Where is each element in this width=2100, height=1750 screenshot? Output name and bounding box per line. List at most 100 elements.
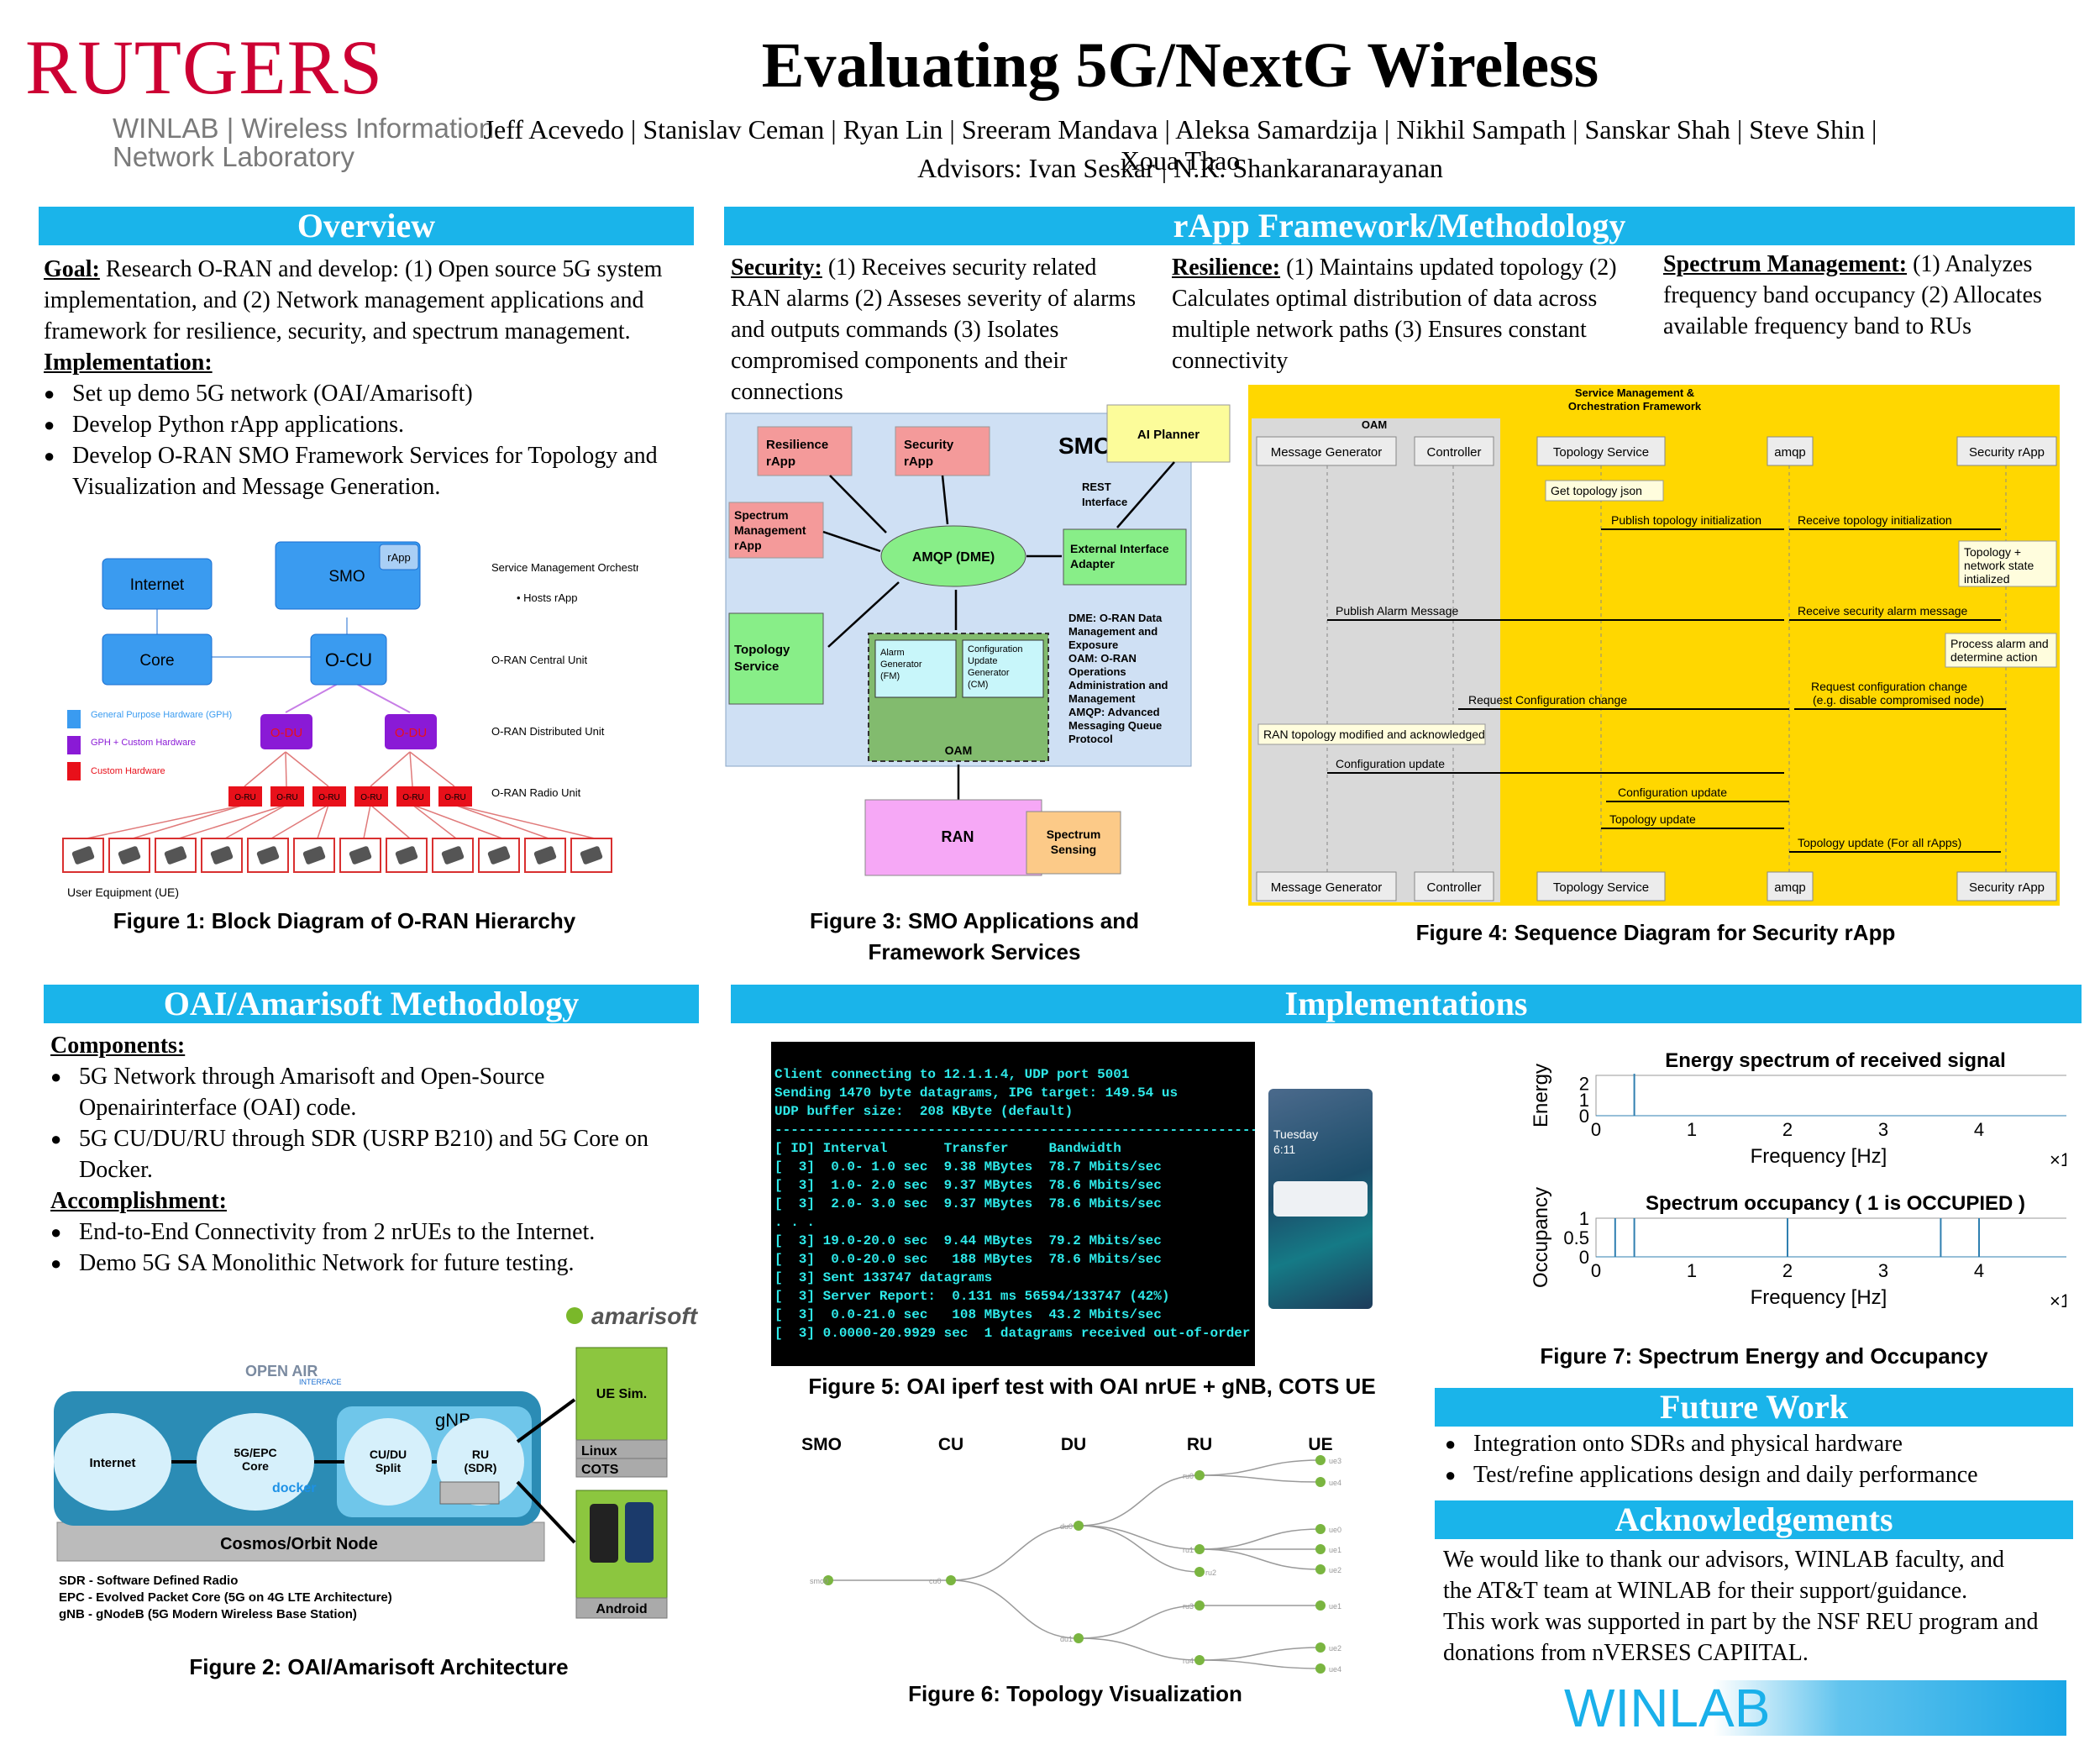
implementation-list: Set up demo 5G network (OAI/Amarisoft) D…: [44, 378, 690, 502]
security-label: Security:: [731, 255, 822, 281]
smo-bullet: • Hosts rApp: [517, 591, 577, 604]
list-item: Develop Python rApp applications.: [44, 409, 690, 440]
security-paragraph: Security: (1) Receives security related …: [731, 255, 1137, 405]
oam-lane-label: OAM: [1362, 418, 1387, 431]
participants-top: Message Generator Controller Topology Se…: [1256, 436, 2057, 466]
svg-text:Controller: Controller: [1426, 445, 1481, 460]
openair-logo: OPEN AIR: [245, 1363, 318, 1380]
svg-text:ue4: ue4: [1329, 1479, 1341, 1487]
svg-text:Publish Alarm Message: Publish Alarm Message: [1336, 604, 1459, 617]
ue-sim-box: [575, 1347, 668, 1441]
terminal-line: [ 3] 0.0000-20.9929 sec 1 datagrams rece…: [774, 1326, 1251, 1341]
svg-text:Sensing: Sensing: [1051, 843, 1096, 856]
smo-title: SMO: [1058, 433, 1112, 459]
node-base: [56, 1521, 545, 1562]
svg-text:RU: RU: [472, 1448, 489, 1461]
implementations-heading: Implementations: [731, 985, 2082, 1023]
legend-custom: Custom Hardware: [91, 766, 165, 776]
topology-nodes: [823, 1455, 1326, 1674]
lab-name-line1: WINLAB | Wireless Information: [113, 113, 495, 144]
svg-text:Administration and: Administration and: [1068, 679, 1168, 691]
acknowledgements-text: We would like to thank our advisors, WIN…: [1443, 1547, 2039, 1666]
plot-area: [1595, 1075, 2066, 1117]
x-tick-label: 1: [1687, 1260, 1697, 1281]
svg-text:5G/EPC: 5G/EPC: [234, 1446, 276, 1459]
components-list: 5G Network through Amarisoft and Open-So…: [50, 1061, 706, 1185]
epc-node: [197, 1413, 314, 1511]
svg-text:External Interface: External Interface: [1070, 542, 1169, 555]
rest-label: REST: [1082, 481, 1111, 493]
svg-text:(CM): (CM): [968, 680, 988, 690]
phone-screenshot: Tuesday 6:11: [1268, 1089, 1373, 1309]
svg-text:SDR - Software Defined Radio: SDR - Software Defined Radio: [59, 1574, 238, 1588]
x-tick-label: 4: [1974, 1260, 1984, 1281]
overview-heading: Overview: [39, 207, 694, 245]
svg-text:Exposure: Exposure: [1068, 639, 1118, 651]
list-item: End-to-End Connectivity from 2 nrUEs to …: [50, 1217, 706, 1248]
terminal-line: [ 3] 2.0- 3.0 sec 9.37 MBytes 78.6 Mbits…: [774, 1196, 1162, 1211]
svg-text:O-RU: O-RU: [318, 793, 340, 802]
svg-text:(SDR): (SDR): [465, 1461, 497, 1474]
internet-label: Internet: [130, 576, 185, 594]
spectrum-rapp-box: [728, 502, 824, 559]
svg-text:Configuration: Configuration: [968, 644, 1022, 654]
svg-text:Update: Update: [968, 656, 997, 666]
col-smo: SMO: [801, 1435, 842, 1454]
ue-row: [62, 838, 612, 873]
winlab-logo-band: [1562, 1680, 2066, 1736]
y-axis-label: Occupancy: [1530, 1187, 1552, 1288]
svg-text:Adapter: Adapter: [1070, 557, 1115, 570]
spectrum-label: Spectrum Management:: [1663, 251, 1908, 277]
svg-text:Management: Management: [734, 523, 806, 537]
figure-2-caption: Figure 2: OAI/Amarisoft Architecture: [189, 1654, 569, 1679]
svg-text:intialized: intialized: [1964, 572, 2009, 586]
poster-title: Evaluating 5G/NextG Wireless: [761, 30, 1599, 101]
svg-text:Internet: Internet: [89, 1456, 135, 1470]
y-tick-label: 1: [1579, 1208, 1589, 1229]
svg-text:determine action: determine action: [1950, 650, 2038, 664]
cots-label: COTS: [581, 1463, 619, 1477]
smo-label: SMO: [328, 568, 365, 586]
ran-box: [864, 799, 1042, 876]
terminal-line: [ 3] 0.0- 1.0 sec 9.38 MBytes 78.7 Mbits…: [774, 1159, 1162, 1175]
list-item: Develop O-RAN SMO Framework Services for…: [44, 440, 690, 502]
du-desc: O-RAN Distributed Unit: [491, 725, 605, 738]
y-tick-label: 0: [1579, 1106, 1589, 1127]
winlab-logo: WINLAB: [1564, 1678, 1771, 1738]
svg-text:ue1: ue1: [1329, 1546, 1341, 1554]
terminal-line: Client connecting to 12.1.1.4, UDP port …: [774, 1067, 1130, 1082]
components-label: Components:: [50, 1033, 186, 1059]
cu-desc: O-RAN Central Unit: [491, 654, 588, 666]
y-tick-label: 0: [1579, 1247, 1589, 1268]
notification-card: [1273, 1181, 1368, 1217]
svg-text:Security: Security: [904, 438, 954, 452]
svg-text:ru1: ru1: [1183, 1546, 1194, 1554]
terminal-line: [ 3] 0.0-20.0 sec 188 MBytes 78.6 Mbits/…: [774, 1252, 1162, 1267]
svg-text:Topology Service: Topology Service: [1553, 445, 1649, 460]
svg-text:ru3: ru3: [1183, 1602, 1194, 1611]
implementation-label: Implementation:: [44, 349, 213, 376]
svg-text:Generator: Generator: [880, 660, 922, 670]
svg-text:Messaging Queue: Messaging Queue: [1068, 719, 1162, 732]
y-tick-label: 0.5: [1563, 1227, 1589, 1248]
node-label: Cosmos/Orbit Node: [220, 1535, 378, 1553]
svg-text:ue4: ue4: [1329, 1665, 1341, 1674]
ran-label: RAN: [942, 828, 974, 845]
smo-desc: Service Management Orchestration: [491, 561, 638, 574]
oai-heading: OAI/Amarisoft Methodology: [44, 985, 699, 1023]
figure-1-oran-hierarchy: Internet rApp SMO Core O-CU O-DU O-DU O-…: [62, 541, 638, 899]
svg-text:Topology +: Topology +: [1964, 545, 2021, 559]
y-tick-label: 2: [1579, 1074, 1589, 1095]
terminal-line: Sending 1470 byte datagrams, IPG target:…: [774, 1085, 1179, 1101]
terminal-line: [ 3] 0.0-21.0 sec 108 MBytes 43.2 Mbits/…: [774, 1307, 1162, 1322]
svg-text:(e.g. disable compromised node: (e.g. disable compromised node): [1813, 693, 1984, 707]
amqp-ellipse: [880, 525, 1026, 587]
svg-text:Security rApp: Security rApp: [1969, 445, 2045, 460]
figure-6-caption: Figure 6: Topology Visualization: [908, 1681, 1242, 1706]
svg-text:EPC - Evolved Packet Core (5G: EPC - Evolved Packet Core (5G on 4G LTE …: [59, 1590, 392, 1605]
x-tick-label: 3: [1878, 1119, 1888, 1140]
svg-text:O-RU: O-RU: [360, 793, 382, 802]
svg-text:RAN topology modified and ackn: RAN topology modified and acknowledged: [1263, 728, 1485, 741]
